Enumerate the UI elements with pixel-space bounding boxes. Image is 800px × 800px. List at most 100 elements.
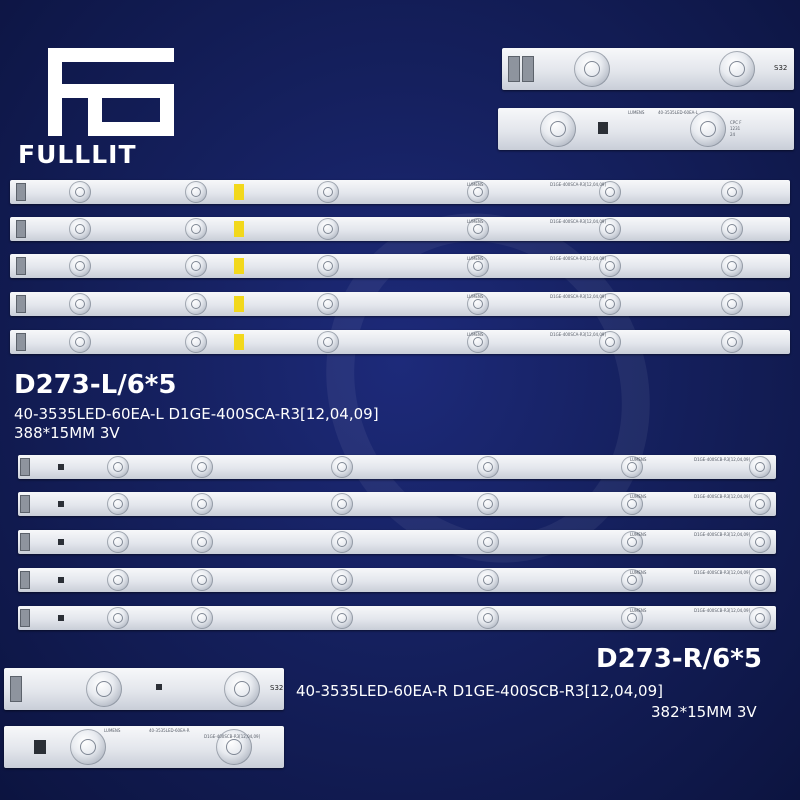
led-lens-icon <box>107 569 129 591</box>
strip-maker-label: LUMENS <box>628 110 645 115</box>
strip-maker-label: LUMENS <box>630 608 647 613</box>
led-lens-icon <box>331 493 353 515</box>
strip-board-label: D1GE-400SCB-R3[12,04,09] <box>694 457 751 462</box>
connector-icon <box>10 676 22 702</box>
led-lens-icon <box>331 569 353 591</box>
connector-icon <box>16 220 26 238</box>
led-lens-icon <box>185 293 207 315</box>
connector-icon <box>20 609 30 627</box>
right-set-title: D273-R/6*5 <box>596 644 762 674</box>
led-lens-icon <box>185 255 207 277</box>
strip-maker-label: LUMENS <box>467 332 484 337</box>
left-led-strip: LUMENS D1GE-400SCA-R3[12,04,09] <box>10 330 790 354</box>
led-lens-icon <box>621 493 643 515</box>
strip-maker-label: LUMENS <box>630 494 647 499</box>
mounting-hole <box>598 122 608 134</box>
short-strip-bottom: S32 <box>4 668 284 710</box>
right-led-strip: LUMENS D1GE-400SCB-R3[12,04,09] <box>18 492 776 516</box>
led-lens-icon <box>719 51 755 87</box>
connector-icon <box>20 495 30 513</box>
led-lens-icon <box>317 331 339 353</box>
led-lens-icon <box>540 111 576 147</box>
mounting-hole <box>58 464 64 470</box>
strip-cert-label: CPC F <box>730 120 742 125</box>
short-strip-bottom-2: LUMENS 40-3535LED-60EA-R D1GE-400SCB-R3[… <box>4 726 284 768</box>
strip-maker-label: LUMENS <box>104 728 121 733</box>
led-lens-icon <box>107 531 129 553</box>
led-lens-icon <box>721 293 743 315</box>
led-lens-icon <box>467 255 489 277</box>
strip-maker-label: LUMENS <box>467 256 484 261</box>
connector-icon <box>508 56 520 82</box>
led-lens-icon <box>216 729 252 765</box>
short-strip-top-2: LUMENS 40-3535LED-60EA-L CPC F 1231 24 <box>498 108 794 150</box>
led-lens-icon <box>749 569 771 591</box>
led-lens-icon <box>599 293 621 315</box>
led-lens-icon <box>331 456 353 478</box>
led-lens-icon <box>70 729 106 765</box>
led-lens-icon <box>467 293 489 315</box>
mounting-hole <box>58 501 64 507</box>
right-led-strip: LUMENS D1GE-400SCB-R3[12,04,09] <box>18 455 776 479</box>
left-set-size: 388*15MM 3V <box>14 424 120 442</box>
strip-board-label: D1GE-400SCA-R3[12,04,09] <box>550 332 607 337</box>
connector-icon <box>16 295 26 313</box>
led-lens-icon <box>599 181 621 203</box>
led-lens-icon <box>621 569 643 591</box>
left-set-title: D273-L/6*5 <box>14 370 177 400</box>
strip-board-label: D1GE-400SCB-R3[12,04,09] <box>694 608 751 613</box>
brand-logo-mark-icon <box>48 48 174 136</box>
strip-board-label: D1GE-400SCA-R3[12,04,09] <box>550 182 607 187</box>
led-lens-icon <box>721 181 743 203</box>
strip-maker-label: LUMENS <box>467 294 484 299</box>
mounting-hole <box>156 684 162 690</box>
strip-maker-label: LUMENS <box>630 532 647 537</box>
led-lens-icon <box>331 607 353 629</box>
brand-name: FULLLIT <box>18 140 137 169</box>
led-lens-icon <box>749 456 771 478</box>
strip-code-label: 40-3535LED-60EA-R <box>149 728 190 733</box>
led-lens-icon <box>191 493 213 515</box>
strip-maker-label: LUMENS <box>467 182 484 187</box>
right-set-part-number: 40-3535LED-60EA-R D1GE-400SCB-R3[12,04,0… <box>296 682 663 700</box>
led-lens-icon <box>477 607 499 629</box>
right-set-size: 382*15MM 3V <box>651 703 757 721</box>
strip-board-label: D1GE-400SCA-R3[12,04,09] <box>550 256 607 261</box>
led-lens-icon <box>317 293 339 315</box>
led-lens-icon <box>621 456 643 478</box>
connector-icon <box>20 458 30 476</box>
led-lens-icon <box>185 181 207 203</box>
strip-maker-label: LUMENS <box>630 457 647 462</box>
yellow-sticker <box>234 258 244 274</box>
yellow-sticker <box>234 184 244 200</box>
mounting-hole <box>34 740 46 754</box>
strip-code-label: 40-3535LED-60EA-L <box>658 110 698 115</box>
left-led-strip: LUMENS D1GE-400SCA-R3[12,04,09] <box>10 254 790 278</box>
led-lens-icon <box>185 331 207 353</box>
led-lens-icon <box>721 218 743 240</box>
led-lens-icon <box>477 456 499 478</box>
yellow-sticker <box>234 221 244 237</box>
strip-board-label: D1GE-400SCB-R3[12,04,09] <box>694 494 751 499</box>
led-lens-icon <box>467 218 489 240</box>
led-lens-icon <box>467 331 489 353</box>
mounting-hole <box>58 539 64 545</box>
strip-board-label: D1GE-400SCB-R3[12,04,09] <box>694 570 751 575</box>
led-lens-icon <box>749 531 771 553</box>
led-lens-icon <box>69 181 91 203</box>
led-lens-icon <box>721 331 743 353</box>
led-lens-icon <box>317 181 339 203</box>
led-lens-icon <box>107 607 129 629</box>
led-lens-icon <box>477 493 499 515</box>
yellow-sticker <box>234 334 244 350</box>
strip-sticker-label: S32 <box>270 684 284 692</box>
connector-icon <box>16 257 26 275</box>
led-lens-icon <box>690 111 726 147</box>
led-lens-icon <box>477 569 499 591</box>
led-lens-icon <box>621 607 643 629</box>
strip-lot-label: 1231 <box>730 126 741 131</box>
led-lens-icon <box>185 218 207 240</box>
